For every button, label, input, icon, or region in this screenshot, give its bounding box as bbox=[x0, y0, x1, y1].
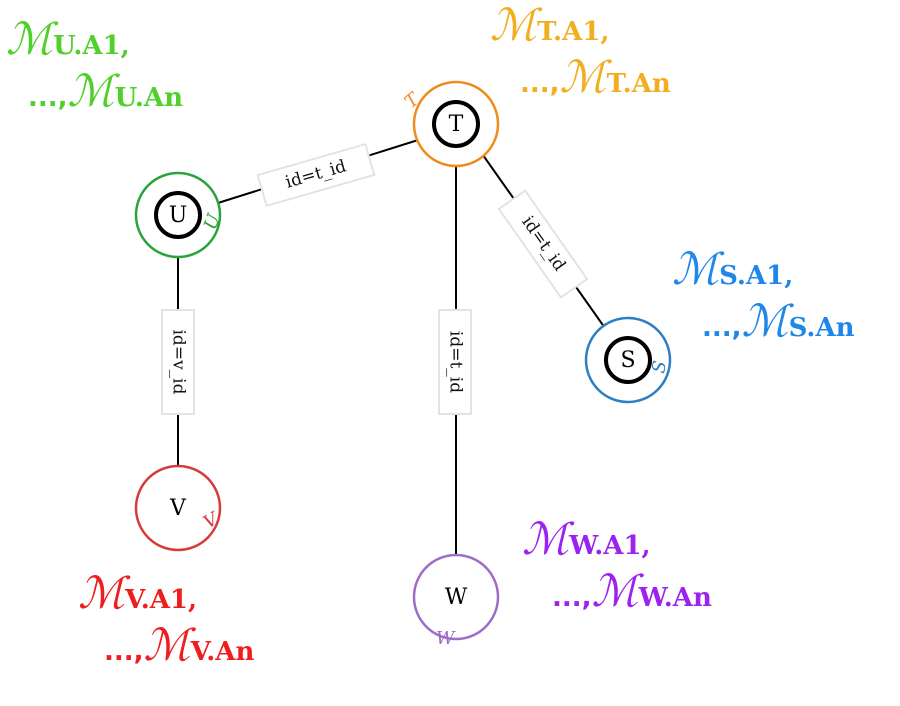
edge-label-t-w: id=t_id bbox=[438, 309, 472, 415]
annotation-u-line2: ...,ℳU.An bbox=[28, 66, 183, 117]
edge-label-v-u-text: id=v_id bbox=[169, 330, 189, 395]
node-w: W W bbox=[412, 553, 500, 649]
annotation-u-line1: ℳU.A1, bbox=[6, 14, 130, 65]
node-s-tag: S bbox=[648, 359, 671, 375]
annotation-w-line1: ℳW.A1, bbox=[522, 514, 651, 565]
annotation-t-line2: ...,ℳT.An bbox=[520, 52, 671, 103]
node-w-tag: W bbox=[436, 628, 456, 649]
edge-label-t-s: id=t_id bbox=[497, 189, 589, 299]
node-u-label: U bbox=[169, 203, 188, 228]
annotation-w-line2: ...,ℳW.An bbox=[552, 566, 712, 617]
edge-label-t-w-text: id=t_id bbox=[446, 331, 466, 393]
annotation-w: ℳW.A1, ...,ℳW.An bbox=[522, 518, 712, 622]
annotation-u: ℳU.A1, ...,ℳU.An bbox=[6, 18, 183, 122]
node-v-label: V bbox=[169, 496, 187, 521]
annotation-s: ℳS.A1, ...,ℳS.An bbox=[672, 248, 855, 352]
annotation-t: ℳT.A1, ...,ℳT.An bbox=[490, 4, 671, 108]
annotation-s-line2: ...,ℳS.An bbox=[702, 296, 855, 347]
annotation-s-line1: ℳS.A1, bbox=[672, 244, 794, 295]
edge-label-t-u: id=t_id bbox=[256, 142, 376, 208]
annotation-v-line1: ℳV.A1, bbox=[78, 568, 198, 619]
node-s-label: S bbox=[620, 348, 635, 373]
edge-label-v-u: id=v_id bbox=[161, 309, 195, 415]
node-v: V V bbox=[134, 464, 223, 552]
node-t-label: T bbox=[449, 112, 464, 137]
annotation-v: ℳV.A1, ...,ℳV.An bbox=[78, 572, 254, 676]
node-w-label: W bbox=[445, 585, 468, 610]
node-u: U U bbox=[134, 171, 225, 259]
node-s: S S bbox=[584, 316, 672, 404]
node-t: T T bbox=[401, 80, 500, 168]
annotation-t-line1: ℳT.A1, bbox=[490, 0, 610, 51]
annotation-v-line2: ...,ℳV.An bbox=[104, 620, 255, 671]
